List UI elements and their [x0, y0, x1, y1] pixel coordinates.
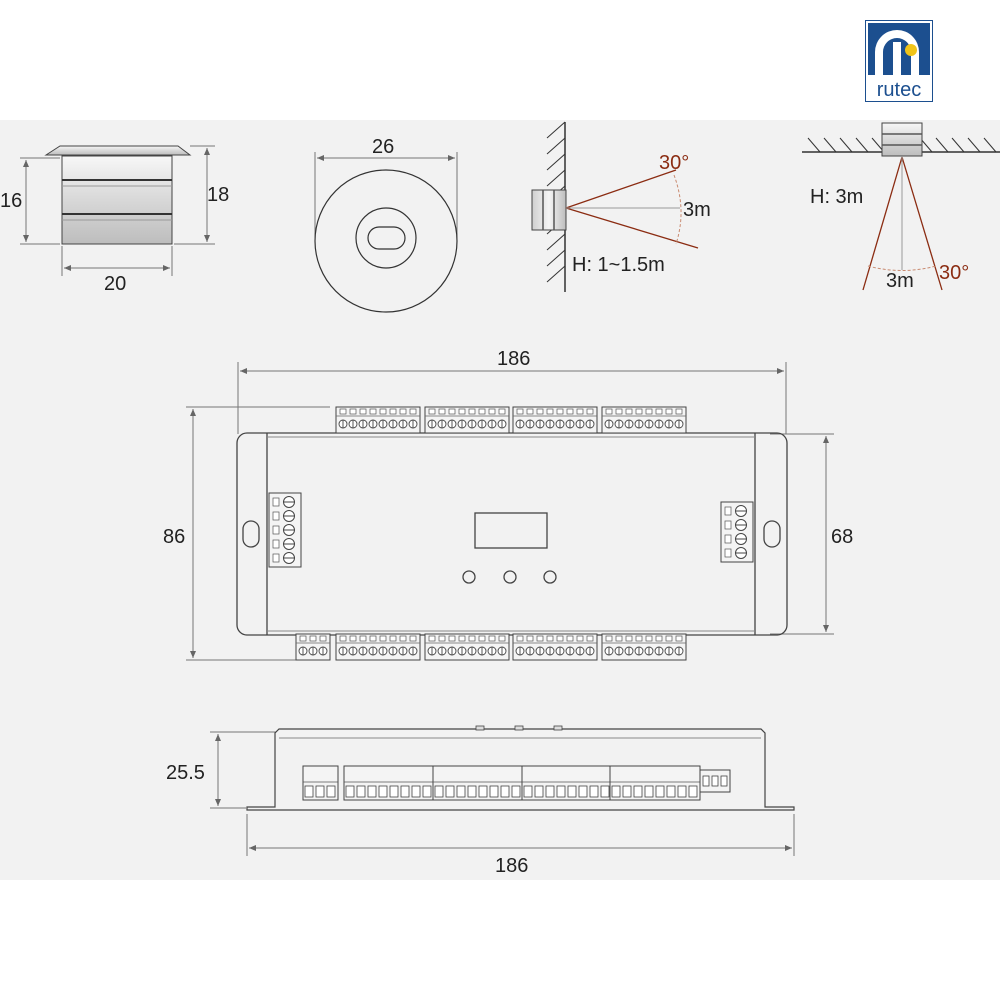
bottom-terminal-blocks [295, 633, 687, 661]
wall-mount-diagram: 30° 3m H: 1~1.5m [531, 121, 711, 292]
rutec-logo: rutec [864, 19, 934, 103]
wall-height-label: H: 1~1.5m [572, 254, 665, 276]
bottom-terminal-block-4 [601, 633, 687, 661]
sensor-side-view: 16 18 20 [0, 145, 229, 295]
ceiling-range-label: 3m [886, 270, 914, 292]
top-terminal-block-4 [601, 406, 687, 434]
bottom-terminal-block-1 [335, 633, 421, 661]
side-view-terminal-2 [432, 765, 524, 801]
left-mounting-hole [242, 520, 260, 548]
right-mounting-hole [763, 520, 781, 548]
side-view-terminals [302, 765, 731, 801]
right-terminal-block [720, 501, 754, 563]
left-terminal-block [268, 492, 302, 568]
sensor-height-right-label: 18 [207, 184, 229, 206]
ceiling-mount-diagram: H: 3m 3m 30° [802, 122, 1000, 292]
sensor-diameter-label: 26 [372, 136, 394, 158]
bottom-terminal-block-2 [424, 633, 510, 661]
top-terminal-block-1 [335, 406, 421, 434]
control-button-1 [462, 570, 476, 584]
ceiling-angle-label: 30° [939, 262, 969, 284]
control-button-2 [503, 570, 517, 584]
bottom-terminal-block-power [295, 633, 331, 661]
controller-width-label: 186 [497, 348, 530, 370]
side-width-label: 186 [495, 855, 528, 877]
top-terminal-block-2 [424, 406, 510, 434]
top-terminal-blocks [335, 406, 687, 434]
side-view-terminal-4 [609, 765, 701, 801]
wall-range-label: 3m [683, 199, 711, 221]
control-button-3 [543, 570, 557, 584]
side-view-power-terminal [302, 765, 339, 801]
ceiling-height-label: H: 3m [810, 186, 863, 208]
bottom-terminal-block-3 [512, 633, 598, 661]
top-terminal-block-3 [512, 406, 598, 434]
rutec-logo-mark: rutec [864, 19, 934, 103]
controller-top-view: 186 86 68 [163, 348, 853, 661]
controller-outer-height-label: 86 [163, 526, 185, 548]
display-window [474, 512, 548, 549]
controller-body-height-label: 68 [831, 526, 853, 548]
side-view-terminal-3 [521, 765, 613, 801]
wall-angle-label: 30° [659, 152, 689, 174]
side-terminal-blocks [268, 492, 754, 568]
side-view-terminal-1 [343, 765, 435, 801]
sensor-height-left-label: 16 [0, 190, 22, 212]
logo-wordmark: rutec [877, 79, 921, 101]
controller-side-view: 25.5 186 [166, 725, 795, 877]
sensor-top-view: 26 [314, 136, 458, 313]
side-view-connector [699, 769, 731, 793]
side-height-label: 25.5 [166, 762, 205, 784]
sensor-width-label: 20 [104, 273, 126, 295]
